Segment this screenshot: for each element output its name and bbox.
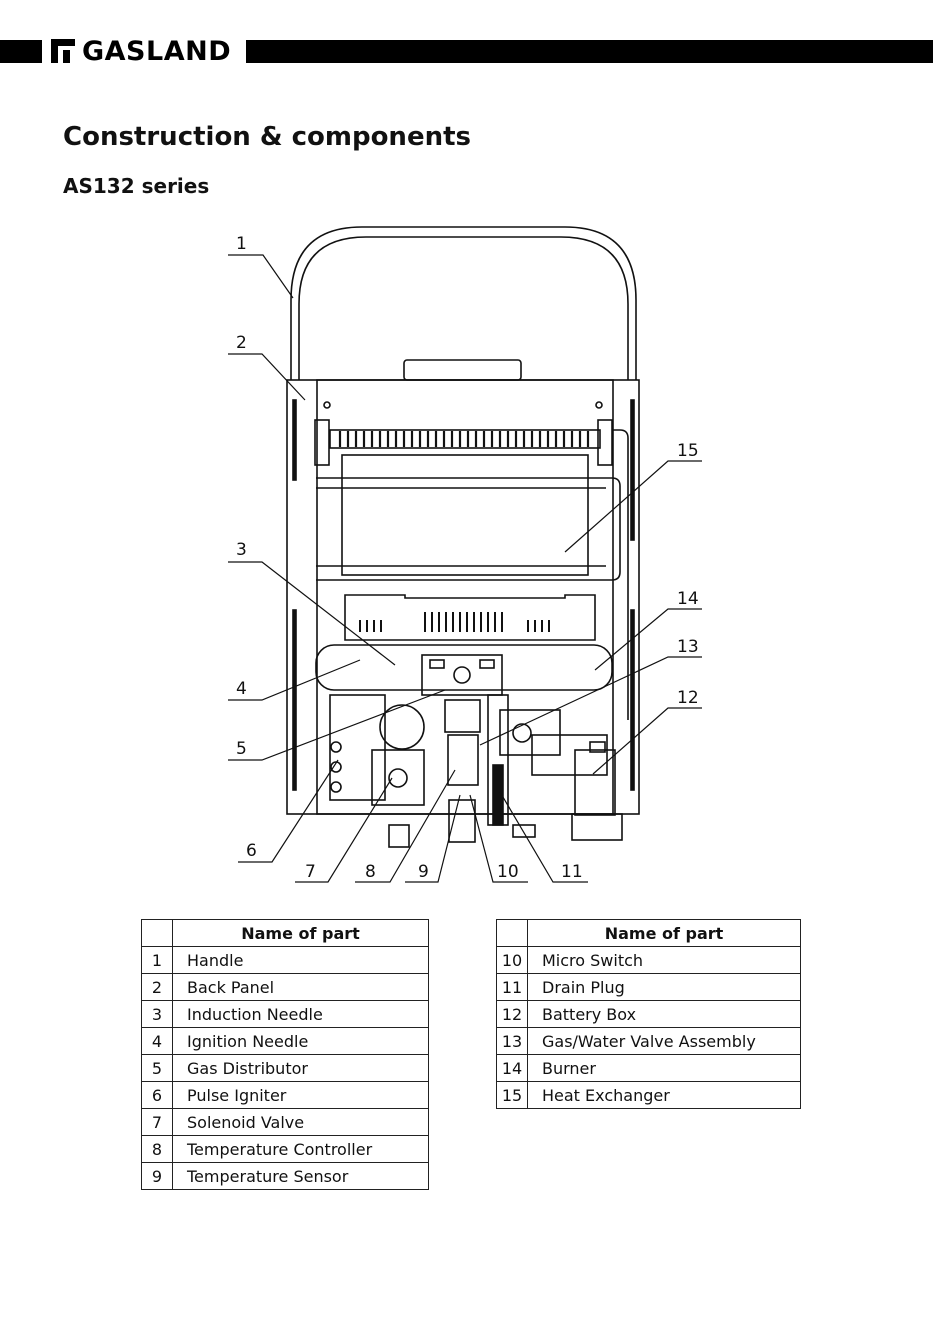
part-number: 7 [141,1108,173,1136]
callout-14: 14 [677,589,699,609]
callout-9: 9 [418,862,429,882]
header-bar-left [0,40,42,63]
part-name: Heat Exchanger [527,1081,801,1109]
callout-13: 13 [677,637,699,657]
part-number: 12 [496,1000,528,1028]
part-number: 15 [496,1081,528,1109]
part-name: Solenoid Valve [172,1108,429,1136]
part-name: Drain Plug [527,973,801,1001]
part-name: Burner [527,1054,801,1082]
callout-3: 3 [236,540,247,560]
part-name: Battery Box [527,1000,801,1028]
callout-6: 6 [246,841,257,861]
page-subtitle: AS132 series [63,174,210,198]
header-bar-right [246,40,933,63]
callout-labels: 1 2 3 4 5 6 7 8 9 10 11 12 13 14 15 [236,234,699,882]
page-title: Construction & components [63,122,471,152]
part-number: 2 [141,973,173,1001]
column-header-name: Name of part [172,919,429,947]
brand-logo: GASLAND [50,35,232,67]
table-header-row: Name of part [496,919,801,947]
part-name: Handle [172,946,429,974]
part-name: Temperature Controller [172,1135,429,1163]
part-number: 9 [141,1162,173,1190]
gasland-mark-icon [50,38,76,64]
column-header-no [141,919,173,947]
callout-15: 15 [677,441,699,461]
construction-diagram: 1 2 3 4 5 6 7 8 9 10 11 12 13 14 15 [228,226,702,883]
callout-10: 10 [497,862,519,882]
callout-5: 5 [236,739,247,759]
column-header-no [496,919,528,947]
callout-4: 4 [236,679,247,699]
part-number: 6 [141,1081,173,1109]
part-number: 14 [496,1054,528,1082]
brand-name: GASLAND [82,35,232,67]
callout-7: 7 [305,862,316,882]
part-number: 11 [496,973,528,1001]
callout-2: 2 [236,333,247,353]
callout-8: 8 [365,862,376,882]
callout-12: 12 [677,688,699,708]
callout-1: 1 [236,234,247,254]
part-name: Pulse Igniter [172,1081,429,1109]
part-number: 4 [141,1027,173,1055]
part-name: Back Panel [172,973,429,1001]
part-number: 8 [141,1135,173,1163]
callout-11: 11 [561,862,583,882]
part-number: 10 [496,946,528,974]
heater-drawing [286,226,640,848]
column-header-name: Name of part [527,919,801,947]
part-number: 13 [496,1027,528,1055]
part-name: Micro Switch [527,946,801,974]
part-number: 5 [141,1054,173,1082]
part-name: Ignition Needle [172,1027,429,1055]
part-name: Gas Distributor [172,1054,429,1082]
part-name: Induction Needle [172,1000,429,1028]
part-number: 1 [141,946,173,974]
part-number: 3 [141,1000,173,1028]
part-name: Temperature Sensor [172,1162,429,1190]
table-header-row: Name of part [141,919,429,947]
callout-leaders [228,254,702,883]
part-name: Gas/Water Valve Assembly [527,1027,801,1055]
